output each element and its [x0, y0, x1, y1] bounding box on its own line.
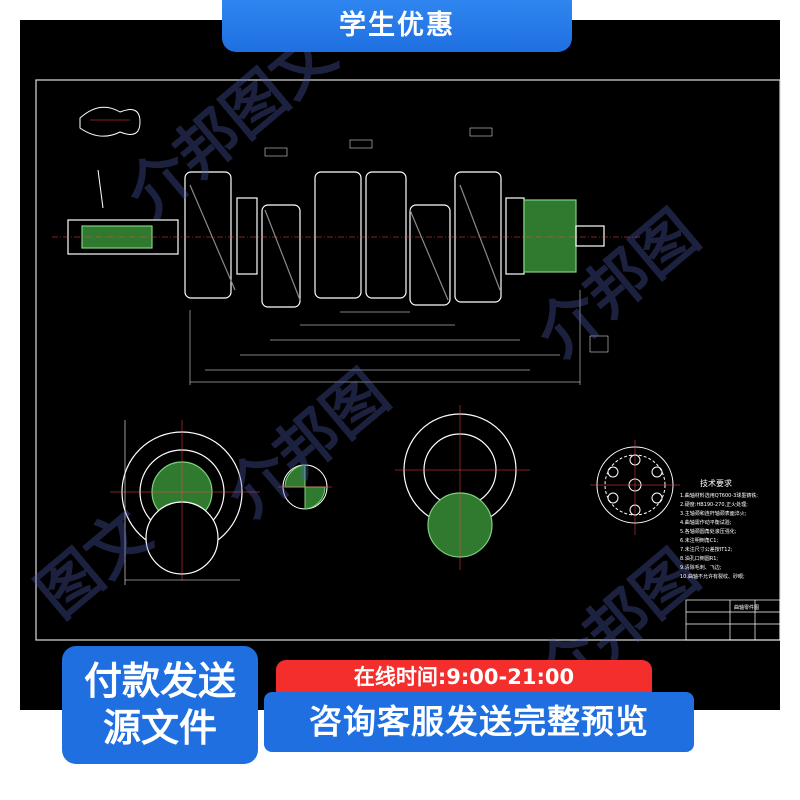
tech-requirements-title: 技术要求	[700, 479, 732, 488]
tech-line: 5.各轴颈圆角处滚压强化;	[680, 529, 737, 535]
tech-line: 8.油孔口倒圆R1;	[680, 556, 719, 562]
student-offer-banner: 学生优惠	[222, 0, 572, 52]
tech-line: 2.硬度:HB190-270,正火处理;	[680, 502, 748, 508]
main-view-dimensions	[189, 290, 581, 385]
drawing-background	[20, 20, 780, 710]
tech-line: 9.清除毛刺、飞边;	[680, 565, 722, 571]
tech-line: 3.主轴颈和连杆轴颈表面淬火;	[680, 511, 747, 517]
pay-line-2: 源文件	[102, 706, 217, 750]
tech-line: 1.曲轴材料选用QT600-3球墨铸铁;	[680, 493, 758, 499]
section-view-middle	[395, 405, 530, 570]
tech-line: 6.未注明倒角C1;	[680, 538, 719, 544]
tech-line: 4.曲轴需作动平衡试验;	[680, 520, 732, 526]
title-block-name: 曲轴零件图	[734, 605, 760, 611]
section-view-left	[110, 420, 260, 585]
consult-service-button[interactable]: 咨询客服发送完整预览	[264, 692, 694, 752]
online-hours-badge: 在线时间:9:00-21:00	[276, 660, 652, 694]
pay-line-1: 付款发送	[83, 659, 236, 703]
flange-end-view	[590, 440, 680, 535]
keyway-detail	[79, 106, 141, 209]
dim-labels	[264, 127, 609, 353]
drawing-frame	[35, 79, 781, 641]
section-view-small	[278, 464, 332, 510]
tech-line: 10.曲轴不允许有裂纹、砂眼;	[680, 574, 745, 580]
tech-line: 7.未注尺寸公差按IT12;	[680, 547, 733, 553]
title-block	[685, 599, 781, 641]
crankshaft-main-view	[52, 171, 640, 308]
pay-send-source-button[interactable]: 付款发送 源文件	[62, 646, 258, 764]
